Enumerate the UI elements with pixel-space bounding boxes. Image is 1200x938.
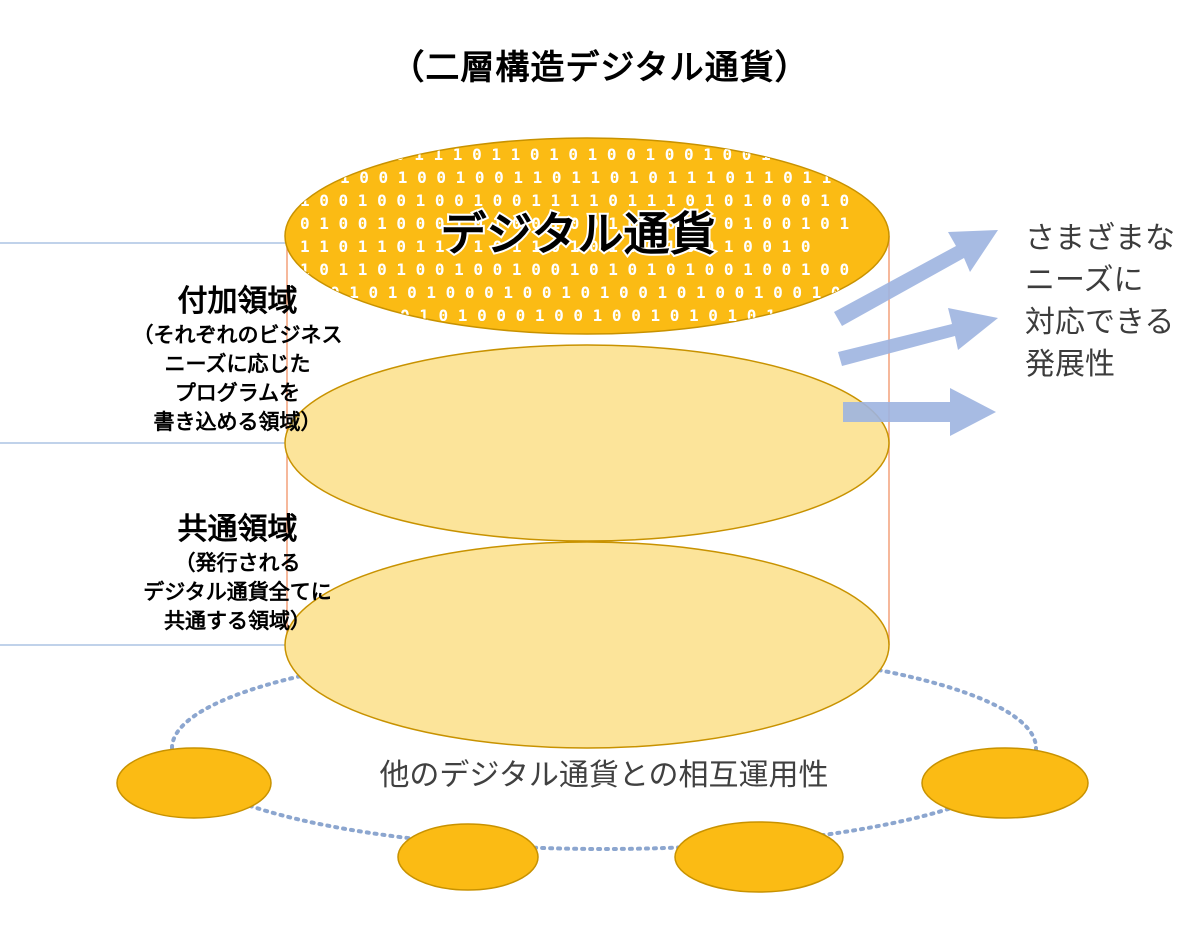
other-currency-coin-3 [674, 821, 844, 893]
additional-area-title: 付加領域 [177, 284, 298, 319]
development-arrow-1 [834, 230, 998, 326]
common-area-layer [284, 541, 890, 749]
diagram-title: （二層構造デジタル通貨） [390, 48, 810, 88]
binary-row: 1 0 1 1 0 1 0 0 1 0 0 1 0 0 1 0 1 0 1 0 … [300, 260, 849, 279]
additional-area-label: 付加領域 （それぞれのビジネス ニーズに応じた プログラムを 書き込める領域） [95, 283, 380, 437]
binary-row: 1 0 0 1 0 0 1 0 0 1 0 0 1 1 1 1 0 1 1 1 … [300, 191, 849, 210]
common-area-label: 共通領域 （発行される デジタル通貨全てに 共通する領域） [95, 511, 380, 636]
other-currency-coin-4 [921, 747, 1089, 819]
binary-row: 0 1 0 1 0 0 0 1 0 0 1 0 0 1 0 1 0 1 0 1 [400, 306, 776, 325]
binary-row: 1 0 0 1 0 0 1 0 0 1 1 0 1 1 0 1 0 1 1 1 … [340, 168, 851, 187]
other-currency-coin-1 [116, 747, 272, 819]
development-arrow-2 [838, 308, 998, 366]
binary-row: 0 1 1 1 0 1 1 0 1 0 1 0 0 1 0 0 1 0 0 1 [395, 145, 771, 164]
additional-area-description: （それぞれのビジネス ニーズに応じた プログラムを 書き込める領域） [132, 323, 343, 434]
development-arrow-3 [843, 388, 996, 436]
development-text: さまざまな ニーズに 対応できる 発展性 [1025, 221, 1175, 382]
other-currency-coin-2 [397, 823, 539, 891]
common-area-title: 共通領域 [177, 512, 298, 547]
interoperability-label: 他のデジタル通貨との相互運用性 [379, 758, 828, 793]
binary-row: 1 1 0 1 1 0 1 1 0 1 0 1 1 0 1 0 1 0 0 1 … [300, 237, 811, 256]
common-area-description: （発行される デジタル通貨全てに 共通する領域） [143, 551, 332, 633]
binary-pattern: 0 1 1 1 0 1 1 0 1 0 1 0 0 1 0 0 1 0 0 1 … [300, 145, 851, 325]
digital-currency-layer [284, 137, 890, 335]
additional-area-layer [284, 344, 890, 542]
digital-currency-label: デジタル通貨 [440, 207, 715, 261]
binary-row: 0 1 0 1 0 1 0 0 0 1 0 0 1 0 1 0 0 1 0 1 … [330, 283, 841, 302]
binary-row: 0 1 0 0 1 0 0 0 1 0 1 0 0 1 0 0 1 0 1 0 … [300, 214, 849, 233]
